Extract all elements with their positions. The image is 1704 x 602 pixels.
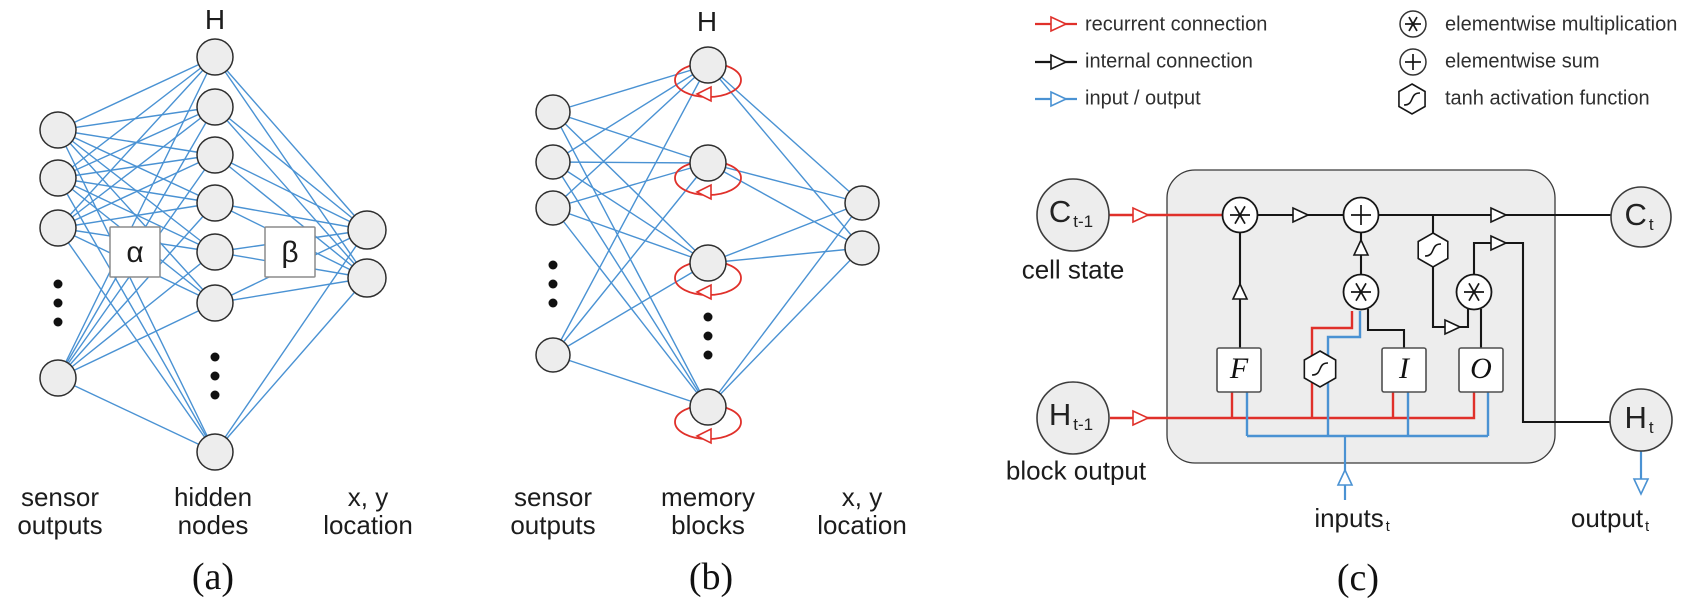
panel-b-input-layer-label-2: outputs	[510, 510, 596, 540]
panel-b-output-layer-label-1: x, y	[841, 482, 883, 512]
panel-b-memory-layer-label-2: blocks	[671, 510, 745, 540]
arrowhead-icon	[1490, 234, 1508, 252]
block-output-label: block output	[1005, 455, 1147, 486]
ellipsis-dot	[548, 298, 558, 308]
memory-block-node	[689, 244, 727, 282]
panel-b-memory-layer-label-1: memory	[661, 482, 755, 512]
location-output-node	[347, 258, 387, 298]
hidden-node	[196, 433, 234, 471]
ellipsis-dot	[703, 331, 713, 341]
cell-state-next-node	[1610, 186, 1672, 248]
panel-a-h-label: H	[204, 4, 226, 35]
arrowhead-icon	[1444, 318, 1462, 336]
ellipsis-dot	[548, 260, 558, 270]
io-arrow-icon	[1050, 90, 1068, 108]
inputs-arrowhead-icon	[1336, 468, 1354, 486]
internal-arrow-icon	[1050, 53, 1068, 71]
output-gate-box	[1458, 347, 1504, 393]
hidden-node	[196, 38, 234, 76]
hidden-node	[196, 233, 234, 271]
legend-tanh-label: tanh activation function	[1445, 87, 1650, 110]
sensor-output-node	[535, 144, 571, 180]
panel-b-output-layer-label-2: location	[817, 510, 907, 540]
recurrent-arrow-icon	[1050, 15, 1068, 33]
input-gate-box	[1381, 347, 1427, 393]
output-gate-label: O	[1470, 352, 1492, 385]
alpha-weight-box	[109, 226, 161, 278]
cell-state-prev-node	[1036, 178, 1110, 252]
panel-a-caption: (a)	[191, 556, 235, 598]
legend-recurrent-label: recurrent connection	[1085, 13, 1268, 36]
ellipsis-dot	[53, 317, 63, 327]
panel-a-hidden-layer-label-2: nodes	[177, 510, 249, 540]
location-output-node	[347, 210, 387, 250]
ellipsis-dot	[53, 298, 63, 308]
legend-sum-label: elementwise sum	[1445, 50, 1600, 73]
block-output-prev-node	[1036, 381, 1110, 455]
memory-block-node	[689, 388, 727, 426]
sensor-output-node	[535, 94, 571, 130]
panel-c-caption: (c)	[1336, 557, 1380, 599]
self-loop-arrowhead-icon	[695, 427, 712, 445]
hidden-node	[196, 184, 234, 222]
panel-b-input-layer-label-1: sensor	[513, 482, 593, 512]
ellipsis-dot	[210, 371, 220, 381]
panel-a-output-layer-label-1: x, y	[347, 482, 389, 512]
beta-weight-label: β	[281, 236, 299, 269]
panel-b-h-label: H	[696, 6, 718, 37]
hidden-node	[196, 88, 234, 126]
panel-a-input-layer-label-1: sensor	[20, 482, 100, 512]
sensor-output-node	[39, 209, 77, 247]
self-loop-arrowhead-icon	[695, 183, 712, 201]
panel-a-hidden-layer-label-1: hidden	[173, 482, 253, 512]
legend-multiplication-label: elementwise multiplication	[1445, 13, 1678, 36]
legend-internal-label: internal connection	[1085, 50, 1253, 73]
arrowhead-icon	[1352, 238, 1370, 256]
beta-weight-box	[264, 226, 316, 278]
ellipsis-dot	[703, 312, 713, 322]
ellipsis-dot	[548, 279, 558, 289]
forget-gate-label: F	[1229, 352, 1249, 385]
sensor-output-node	[39, 111, 77, 149]
panel-a-input-layer-label-2: outputs	[17, 510, 103, 540]
legend-io-label: input / output	[1085, 87, 1201, 110]
arrowhead-icon	[1490, 206, 1508, 224]
hidden-node	[196, 284, 234, 322]
memory-block-node	[689, 144, 727, 182]
arrowhead-icon	[1292, 206, 1310, 224]
ellipsis-dot	[210, 352, 220, 362]
ellipsis-dot	[703, 350, 713, 360]
memory-block-node	[689, 46, 727, 84]
arrowhead-icon	[1132, 206, 1150, 224]
cell-state-label: cell state	[1021, 254, 1125, 285]
input-gate-label: I	[1399, 352, 1409, 385]
block-output-next-node	[1609, 388, 1673, 452]
ellipsis-dot	[53, 279, 63, 289]
sensor-output-node	[535, 337, 571, 373]
forget-gate-box	[1216, 347, 1262, 393]
output-arrowhead-icon	[1632, 478, 1650, 496]
location-output-node	[844, 185, 880, 221]
self-loop-arrowhead-icon	[695, 85, 712, 103]
sensor-output-node	[39, 159, 77, 197]
panel-b-caption: (b)	[688, 556, 734, 598]
panel-a-output-layer-label-2: location	[323, 510, 413, 540]
ellipsis-dot	[210, 390, 220, 400]
alpha-weight-label: α	[126, 236, 144, 269]
hidden-node	[196, 136, 234, 174]
location-output-node	[844, 230, 880, 266]
arrowhead-icon	[1231, 282, 1249, 300]
sensor-output-node	[39, 359, 77, 397]
arrowhead-icon	[1132, 409, 1150, 427]
self-loop-arrowhead-icon	[695, 283, 712, 301]
sensor-output-node	[535, 190, 571, 226]
